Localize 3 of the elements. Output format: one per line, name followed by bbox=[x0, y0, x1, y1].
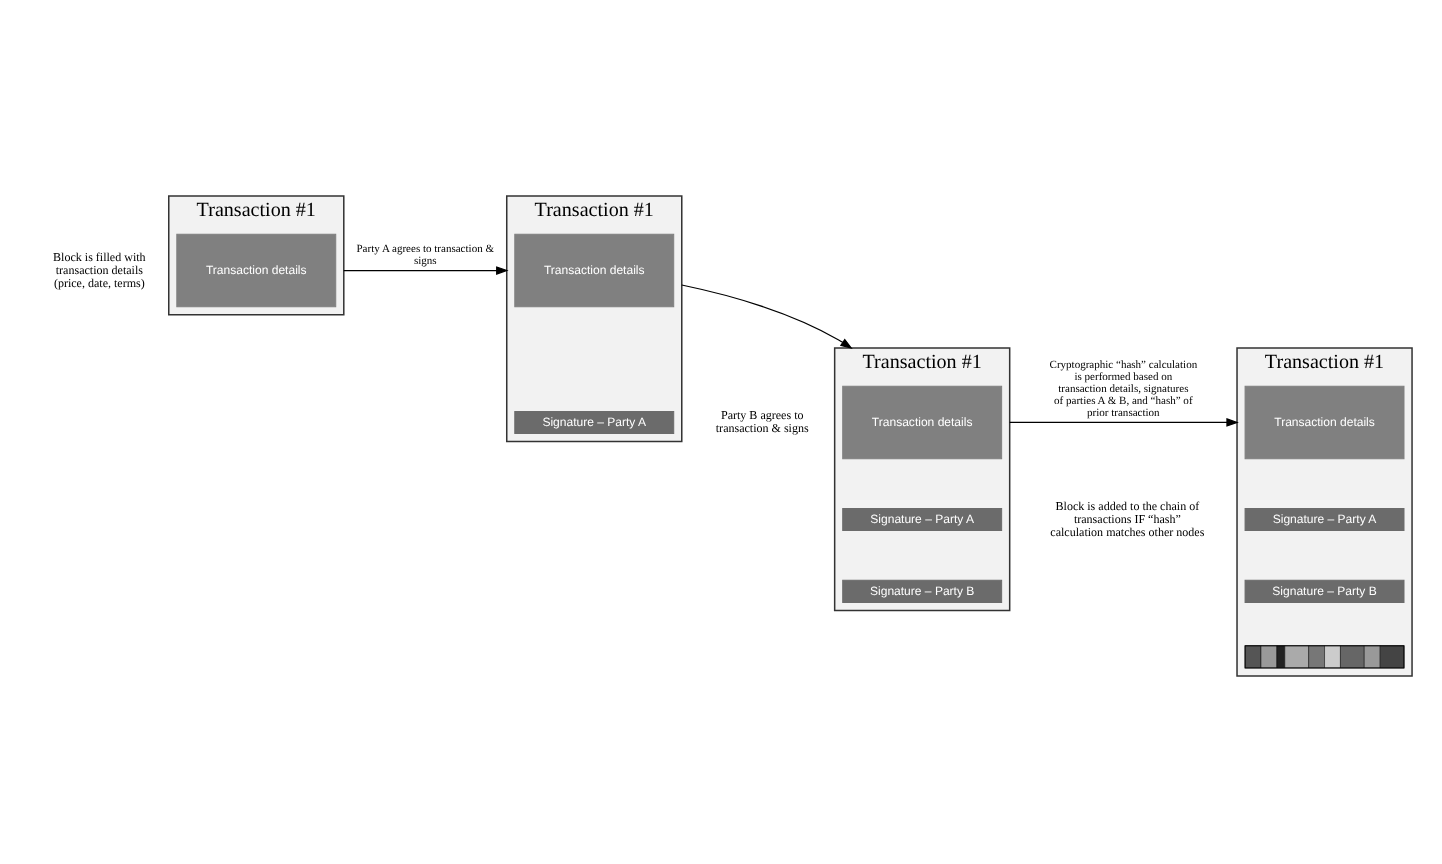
arrow bbox=[343, 266, 509, 275]
arrow bbox=[681, 284, 853, 350]
arrow bbox=[1009, 418, 1239, 427]
